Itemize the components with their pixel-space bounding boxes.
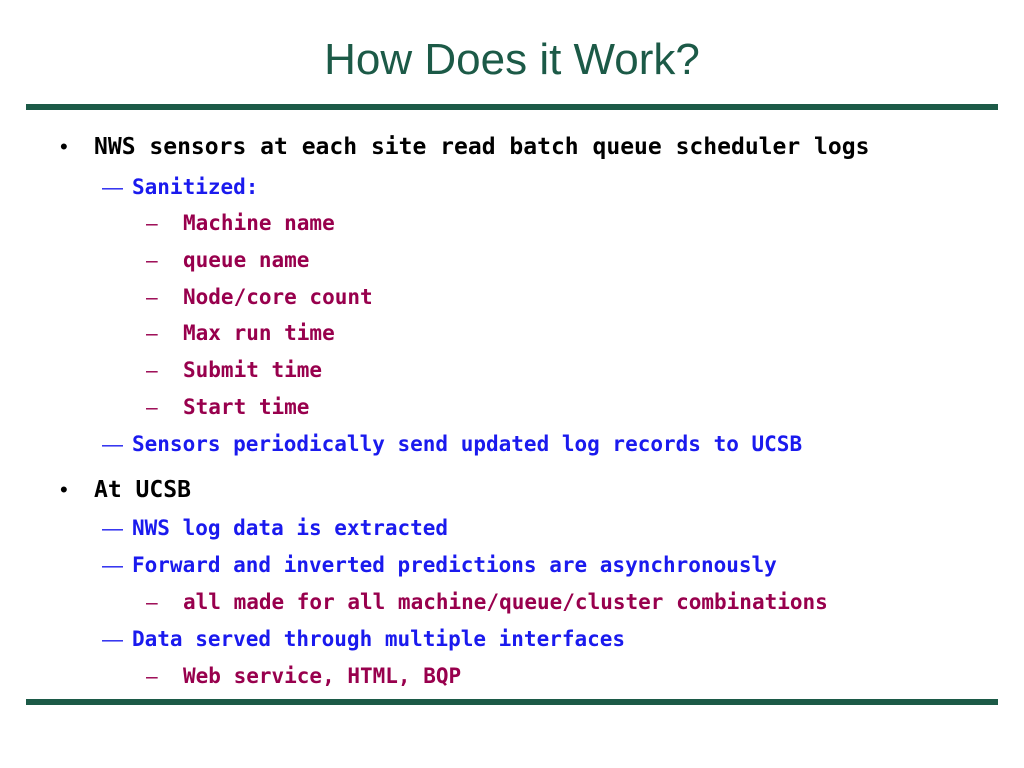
bullet-item-level1: • NWS sensors at each site read batch que… [60,132,869,162]
top-divider [26,104,998,110]
slide-title: How Does it Work? [324,35,700,84]
en-dash-icon: – [146,322,158,345]
en-dash-icon: – [146,212,158,235]
bullet-text: Data served through multiple interfaces [132,627,626,651]
bullet-text: At UCSB [94,477,191,503]
bullet-text: Web service, HTML, BQP [183,664,462,688]
bullet-text: Sanitized: [132,175,259,199]
bullet-text: Forward and inverted predictions are asy… [132,553,777,577]
en-dash-icon: – [146,359,158,382]
bullet-text: Start time [183,395,310,419]
bullet-text: NWS log data is extracted [132,516,449,540]
bullet-text: Machine name [183,211,335,235]
bullet-icon: • [60,134,68,159]
bullet-item-level3: – Machine name [146,208,335,239]
bullet-item-level3: – Node/core count [146,282,373,313]
em-dash-icon: — [102,433,123,456]
bullet-text: Node/core count [183,285,373,309]
bullet-item-level3: – Web service, HTML, BQP [146,661,461,692]
em-dash-icon: — [102,176,123,199]
en-dash-icon: – [146,665,158,688]
em-dash-icon: — [102,628,123,651]
bullet-item-level2: — Sensors periodically send updated log r… [102,429,802,460]
en-dash-icon: – [146,396,158,419]
bullet-item-level2: — Data served through multiple interfaces [102,624,625,655]
em-dash-icon: — [102,517,123,540]
bullet-text: Sensors periodically send updated log re… [132,432,803,456]
bullet-item-level3: – all made for all machine/queue/cluster … [146,587,828,618]
bullet-item-level2: — Forward and inverted predictions are as… [102,550,777,581]
bullet-item-level3: – queue name [146,245,309,276]
bullet-text: all made for all machine/queue/cluster c… [183,590,828,614]
bullet-item-level3: – Max run time [146,318,335,349]
en-dash-icon: – [146,591,158,614]
em-dash-icon: — [102,554,123,577]
bottom-divider [26,699,998,705]
bullet-text: Max run time [183,321,335,345]
en-dash-icon: – [146,286,158,309]
bullet-item-level3: – Submit time [146,355,322,386]
bullet-text: NWS sensors at each site read batch queu… [94,134,870,160]
bullet-text: queue name [183,248,310,272]
bullet-text: Submit time [183,358,323,382]
bullet-icon: • [60,477,68,502]
bullet-item-level2: — Sanitized: [102,172,258,203]
bullet-item-level3: – Start time [146,392,309,423]
en-dash-icon: – [146,249,158,272]
bullet-item-level1: • At UCSB [60,475,191,505]
bullet-item-level2: — NWS log data is extracted [102,513,448,544]
